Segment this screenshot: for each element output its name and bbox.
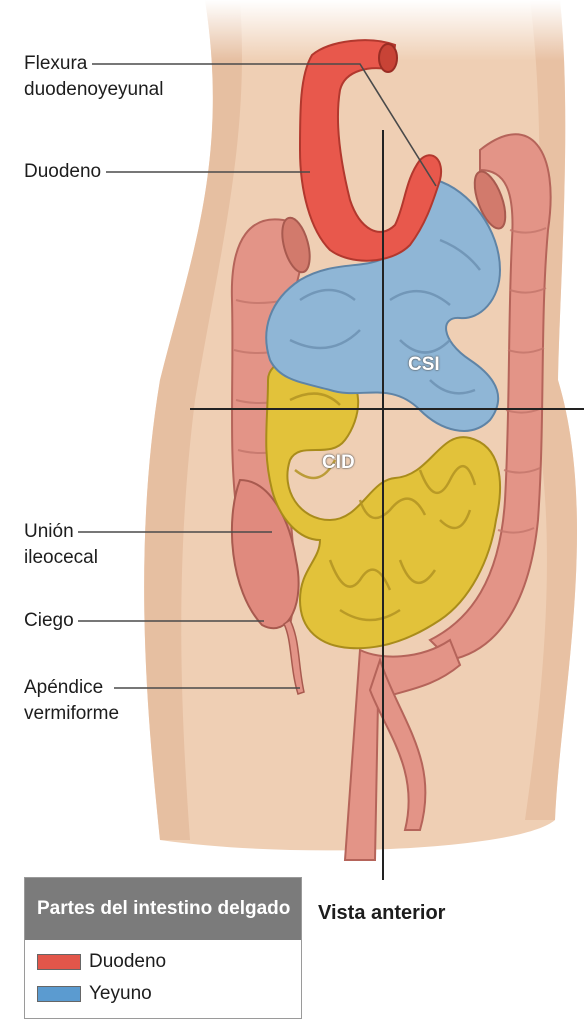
label-flexura-line2: duodenoyeyunal [24, 78, 163, 102]
label-apendice-line2: vermiforme [24, 702, 119, 726]
label-ciego: Ciego [24, 609, 74, 633]
label-duodeno: Duodeno [24, 160, 101, 184]
legend: Partes del intestino delgado Duodeno Yey… [24, 877, 302, 1019]
legend-label-yeyuno: Yeyuno [89, 983, 152, 1005]
label-apendice-line1: Apéndice [24, 676, 103, 700]
label-flexura-line1: Flexura [24, 52, 87, 76]
label-union-line1: Unión [24, 520, 74, 544]
duodenum-cut-end [379, 44, 397, 72]
legend-item-duodeno: Duodeno [37, 950, 166, 974]
legend-label-duodeno: Duodeno [89, 951, 166, 973]
legend-title: Partes del intestino delgado [25, 878, 301, 940]
legend-swatch-yeyuno [37, 986, 81, 1002]
legend-swatch-duodeno [37, 954, 81, 970]
view-label: Vista anterior [318, 902, 445, 925]
region-label-csi: CSI [408, 354, 440, 376]
label-union-line2: ileocecal [24, 546, 98, 570]
legend-item-yeyuno: Yeyuno [37, 982, 152, 1006]
region-label-cid: CID [322, 452, 355, 474]
